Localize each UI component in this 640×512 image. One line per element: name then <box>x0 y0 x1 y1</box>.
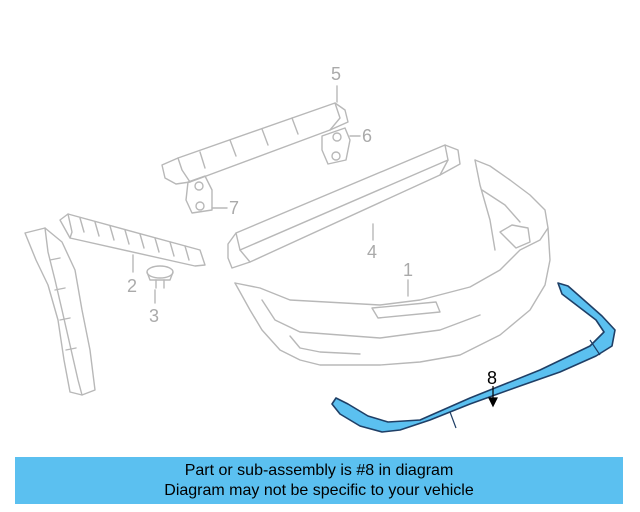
part-6-bracket <box>321 127 351 165</box>
callout-7: 7 <box>229 198 239 218</box>
banner-line-2: Diagram may not be specific to your vehi… <box>164 481 474 499</box>
part-3-retainer-clip <box>146 265 174 289</box>
part-8-bumper-valance-highlighted[interactable] <box>331 282 616 433</box>
callout-8: 8 <box>487 368 497 388</box>
callout-1: 1 <box>403 260 413 280</box>
callout-3: 3 <box>149 306 159 326</box>
banner-line-1: Part or sub-assembly is #8 in diagram <box>184 461 454 479</box>
leader-lines <box>132 85 409 304</box>
callout-6: 6 <box>362 126 372 146</box>
part-2-side-guide <box>59 213 206 267</box>
callout-5: 5 <box>331 64 341 84</box>
callout-4: 4 <box>367 242 377 262</box>
part-4-impact-bar <box>227 144 461 269</box>
part-1-bumper-cover <box>234 159 551 366</box>
side-mounting-bracket <box>24 227 96 396</box>
callout-2: 2 <box>127 276 137 296</box>
leader-line-8 <box>488 386 498 408</box>
part-7-bracket <box>185 175 213 214</box>
part-5-reinforcement-bar <box>161 102 349 185</box>
info-banner: Part or sub-assembly is #8 in diagram Di… <box>15 457 623 504</box>
